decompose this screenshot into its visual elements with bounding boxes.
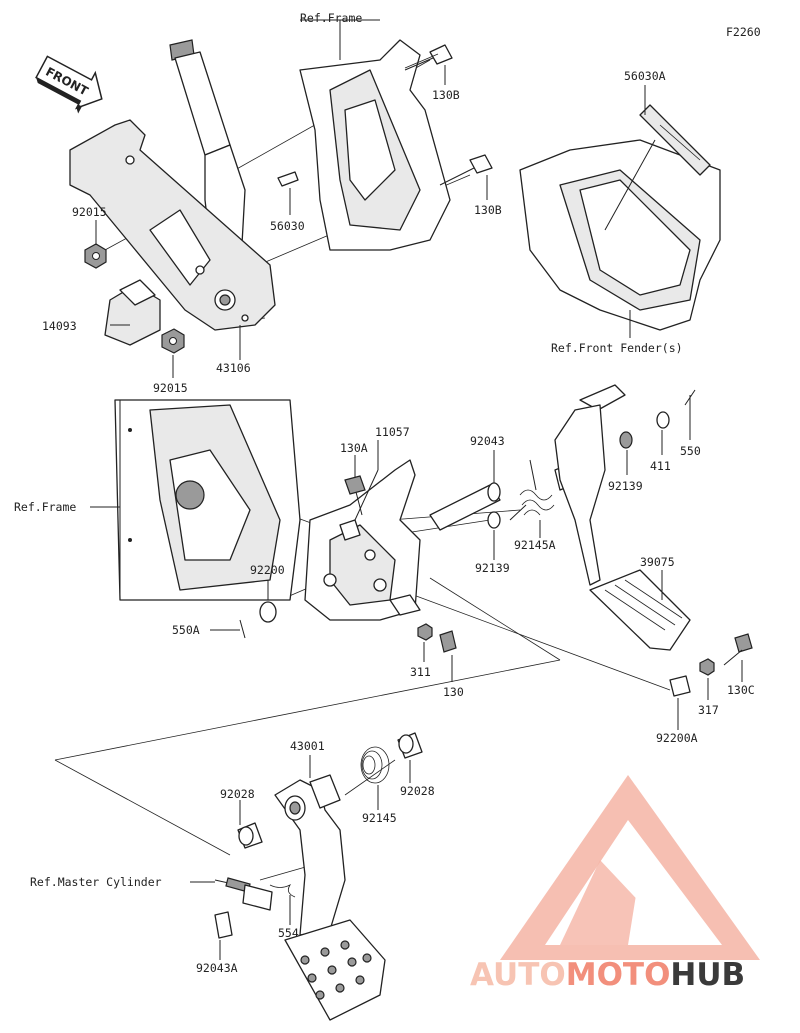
label-ref-frame-left: Ref.Frame [14, 500, 76, 514]
bolt-130C [723, 633, 753, 666]
figure-id: F2260 [726, 25, 761, 39]
label-92145: 92145 [362, 811, 397, 825]
master-cylinder-clevis [214, 877, 296, 939]
nut-317 [699, 658, 715, 676]
label-92043A: 92043A [196, 961, 238, 975]
label-ref-master-cylinder: Ref.Master Cylinder [30, 875, 162, 889]
label-14093: 14093 [42, 319, 77, 333]
label-ref-frame-top: Ref.Frame [300, 11, 362, 25]
nut-92015-lower [161, 328, 185, 354]
washer-92200 [259, 601, 277, 623]
label-43001: 43001 [290, 739, 325, 753]
label-92200: 92200 [250, 563, 285, 577]
label-56030: 56030 [270, 219, 305, 233]
washer-92139-right [619, 431, 633, 449]
label-130: 130 [443, 685, 464, 699]
pedal-bracket-11057 [304, 459, 421, 621]
washer-92139-left [487, 511, 501, 529]
watermark-auto: AUTO [470, 957, 566, 993]
label-92028-left: 92028 [220, 787, 255, 801]
label-550: 550 [680, 444, 701, 458]
parking-brake-lever [69, 39, 299, 354]
pin-550A [239, 619, 246, 639]
bushing-92028-left [237, 822, 263, 849]
front-fender [519, 104, 721, 331]
label-92139-left: 92139 [475, 561, 510, 575]
label-92139-right: 92139 [608, 479, 643, 493]
label-43106: 43106 [216, 361, 251, 375]
label-311: 311 [410, 665, 431, 679]
label-130B-lower: 130B [474, 203, 502, 217]
label-554: 554 [278, 926, 299, 940]
bolt-130 [439, 630, 457, 653]
watermark-text: AUTOMOTOHUB [470, 957, 745, 993]
watermark-logo: AUTOMOTOHUB [470, 775, 760, 993]
label-92015-lower: 92015 [153, 381, 188, 395]
spring-92145A [509, 459, 555, 521]
bushing-92028-right [397, 732, 423, 759]
label-ref-front-fender: Ref.Front Fender(s) [551, 341, 683, 355]
frame-left [114, 399, 301, 601]
washer-411 [656, 411, 670, 429]
label-92200A: 92200A [656, 731, 698, 745]
label-92043: 92043 [470, 434, 505, 448]
label-92145A: 92145A [514, 538, 556, 552]
label-39075: 39075 [640, 555, 675, 569]
part-labels: Ref.Frame 130B 130B 56030 56030A Ref.Fro… [14, 11, 755, 975]
label-411: 411 [650, 459, 671, 473]
nut-92015-upper [84, 243, 107, 269]
label-550A: 550A [172, 623, 200, 637]
label-11057: 11057 [375, 425, 410, 439]
label-130B-upper: 130B [432, 88, 460, 102]
label-92028-right: 92028 [400, 784, 435, 798]
watermark-hub: HUB [670, 957, 745, 993]
bolt-130B-lower [439, 154, 493, 186]
label-92015-upper: 92015 [72, 205, 107, 219]
nut-311 [417, 623, 433, 641]
label-130C: 130C [727, 683, 755, 697]
accelerator-pedal-39075 [554, 384, 691, 651]
clip-92200A [669, 675, 691, 697]
spring-92145 [360, 746, 390, 784]
brake-pedal-43001 [274, 774, 386, 1021]
front-arrow-icon: FRONT [35, 55, 103, 114]
watermark-moto: MOTO [566, 957, 671, 993]
label-130A: 130A [340, 441, 368, 455]
leader-lines [90, 65, 743, 960]
frame-top [299, 19, 451, 251]
label-56030A: 56030A [624, 69, 666, 83]
label-317: 317 [698, 703, 719, 717]
bolt-130B-upper [404, 44, 453, 71]
